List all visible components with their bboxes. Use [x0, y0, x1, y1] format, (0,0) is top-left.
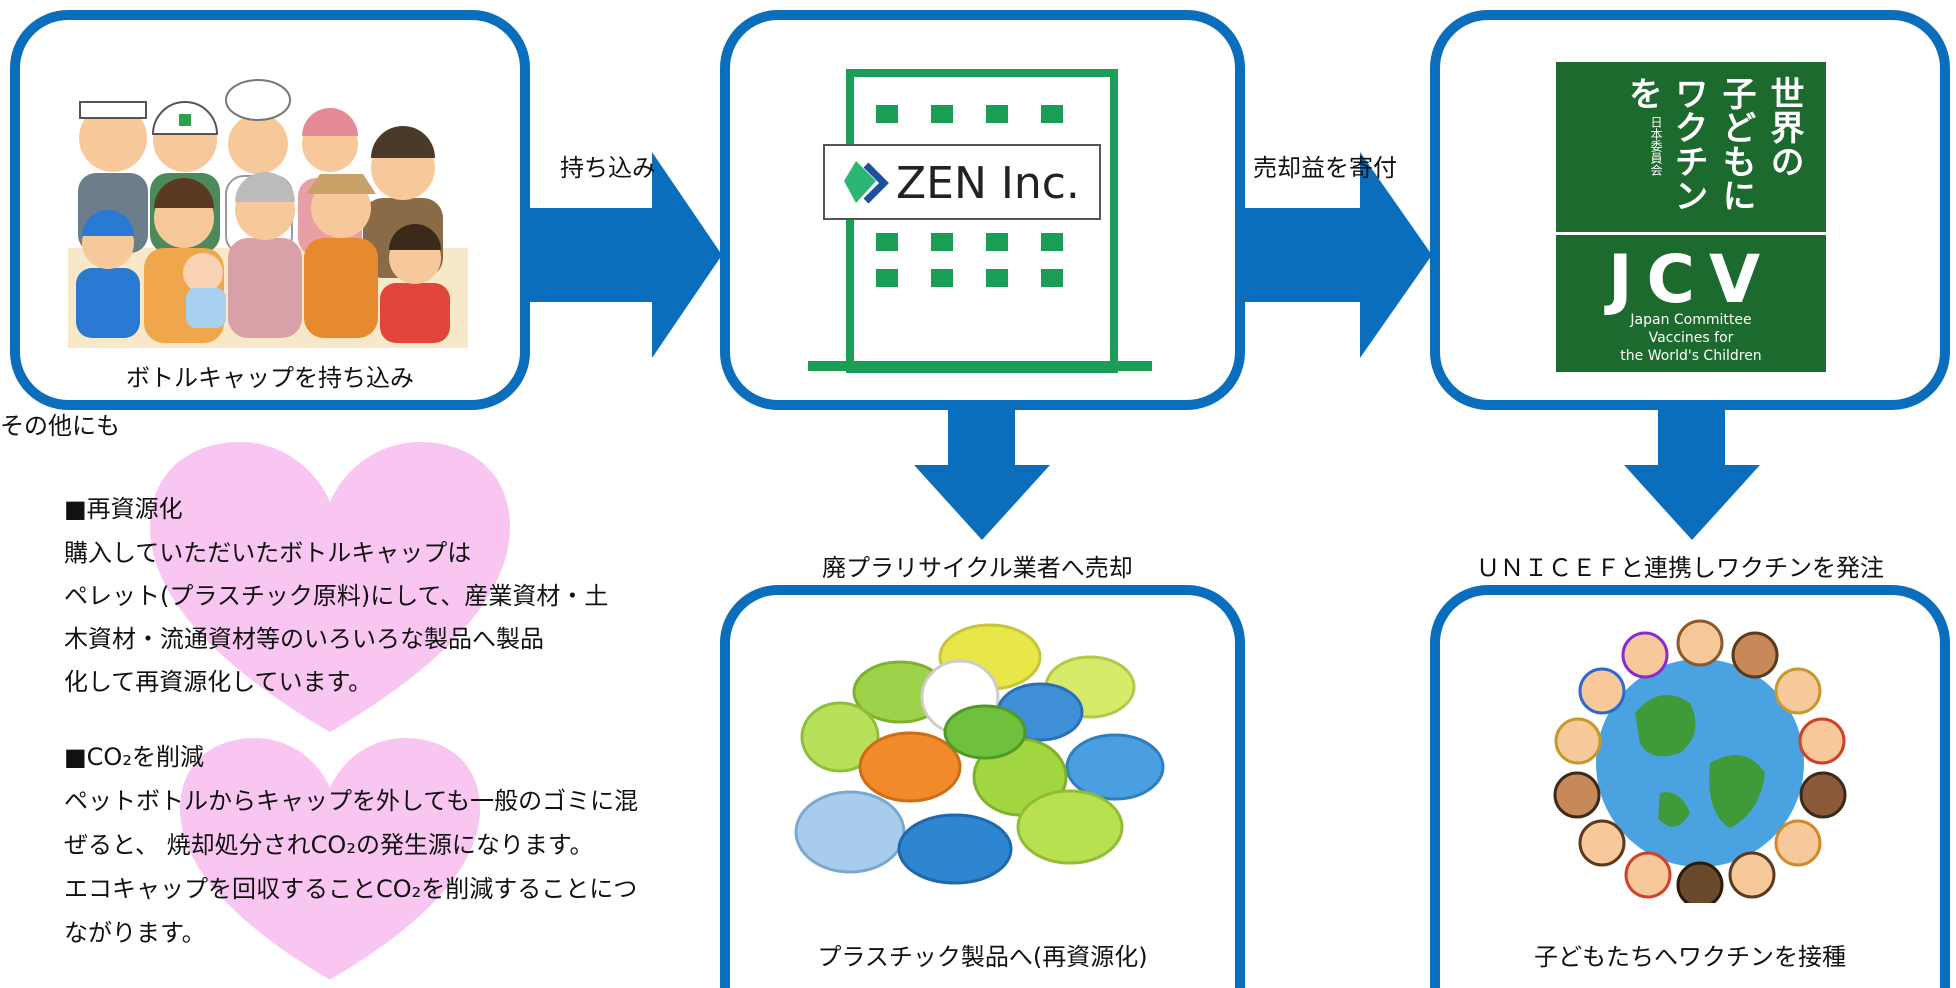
jcv-logo: 世界の 子どもに ワクチン を 日本委員会 JCV Japan Committe…	[1556, 62, 1826, 372]
jcv-vertical-3: ワクチン	[1668, 76, 1708, 212]
sell-label: 廃プラリサイクル業者へ売却	[822, 554, 1133, 582]
children-caption: 子どもたちへワクチンを接種	[1534, 943, 1846, 971]
mother-baby-figure	[144, 178, 226, 343]
zen-logo-text: ZEN Inc.	[896, 158, 1080, 209]
heart-decoration-2	[180, 738, 480, 980]
jcv-english-1: Japan Committee	[1629, 312, 1751, 328]
arrow-donate	[1245, 152, 1432, 358]
people-box: ボトルキャップを持ち込み	[10, 10, 530, 410]
side-para2-line3: エコキャップを回収することCO₂を削減することにつ	[64, 875, 638, 903]
side-para1-line2: ペレット(プラスチック原料)にして、産業資材・土	[64, 582, 609, 610]
side-para2-line2: ぜると、 焼却処分されCO₂の発生源になります。	[64, 831, 594, 859]
side-intro: その他にも	[0, 412, 120, 440]
side-para2-line4: ながります。	[64, 919, 206, 947]
people-caption: ボトルキャップを持ち込み	[126, 364, 414, 392]
children-box: 子どもたちへワクチンを接種	[1430, 585, 1950, 988]
side-para1-line3: 木資材・流通資材等のいろいろな製品へ製品	[64, 625, 544, 653]
plastic-caption: プラスチック製品へ(再資源化)	[817, 943, 1148, 971]
side-para1-line1: 購入していただいたボトルキャップは	[64, 539, 472, 567]
bottle-caps-image	[794, 623, 1165, 885]
jcv-english-3: the World's Children	[1620, 348, 1761, 364]
arrow-sell	[914, 410, 1050, 540]
zen-building: ZEN Inc.	[808, 69, 1152, 373]
people-illustration	[68, 79, 468, 348]
arrow-unicef	[1624, 410, 1760, 540]
side-para2-line1: ペットボトルからキャップを外しても一般のゴミに混	[64, 787, 639, 815]
zen-logo-icon	[844, 161, 889, 204]
jcv-vertical-2: 子どもに	[1716, 76, 1756, 212]
side-heading-co2: ■CO₂を削減	[64, 743, 204, 771]
grandpa-figure	[304, 174, 378, 338]
children-globe-image	[1553, 619, 1847, 903]
children-ring	[1553, 619, 1847, 903]
jcv-small-vertical: 日本委員会	[1649, 116, 1663, 177]
arrow-bring-label: 持ち込み	[560, 154, 656, 182]
globe	[1596, 659, 1804, 867]
jcv-box: 世界の 子どもに ワクチン を 日本委員会 JCV Japan Committe…	[1430, 10, 1950, 410]
jcv-vertical-4: を	[1622, 76, 1662, 110]
girl-figure	[380, 224, 450, 343]
grandma-figure	[228, 172, 302, 338]
bottle-caps-pile	[794, 623, 1165, 885]
arrow-donate-label: 売却益を寄付	[1253, 154, 1397, 182]
side-heading-recycle: ■再資源化	[64, 495, 183, 523]
boy-figure	[76, 210, 140, 338]
jcv-english-2: Vaccines for	[1649, 330, 1734, 346]
plastic-box: プラスチック製品へ(再資源化)	[720, 585, 1245, 988]
arrow-bring	[530, 152, 722, 358]
unicef-label: ＵＮＩＣＥＦと連携しワクチンを発注	[1476, 554, 1884, 582]
jcv-vertical-1: 世界の	[1764, 76, 1804, 178]
side-para1-line4: 化して再資源化しています。	[64, 668, 373, 696]
jcv-logo-text: JCV	[1604, 241, 1774, 318]
heart-decoration-1	[150, 442, 510, 732]
building-windows	[876, 105, 1063, 287]
zen-box: ZEN Inc.	[720, 10, 1245, 410]
